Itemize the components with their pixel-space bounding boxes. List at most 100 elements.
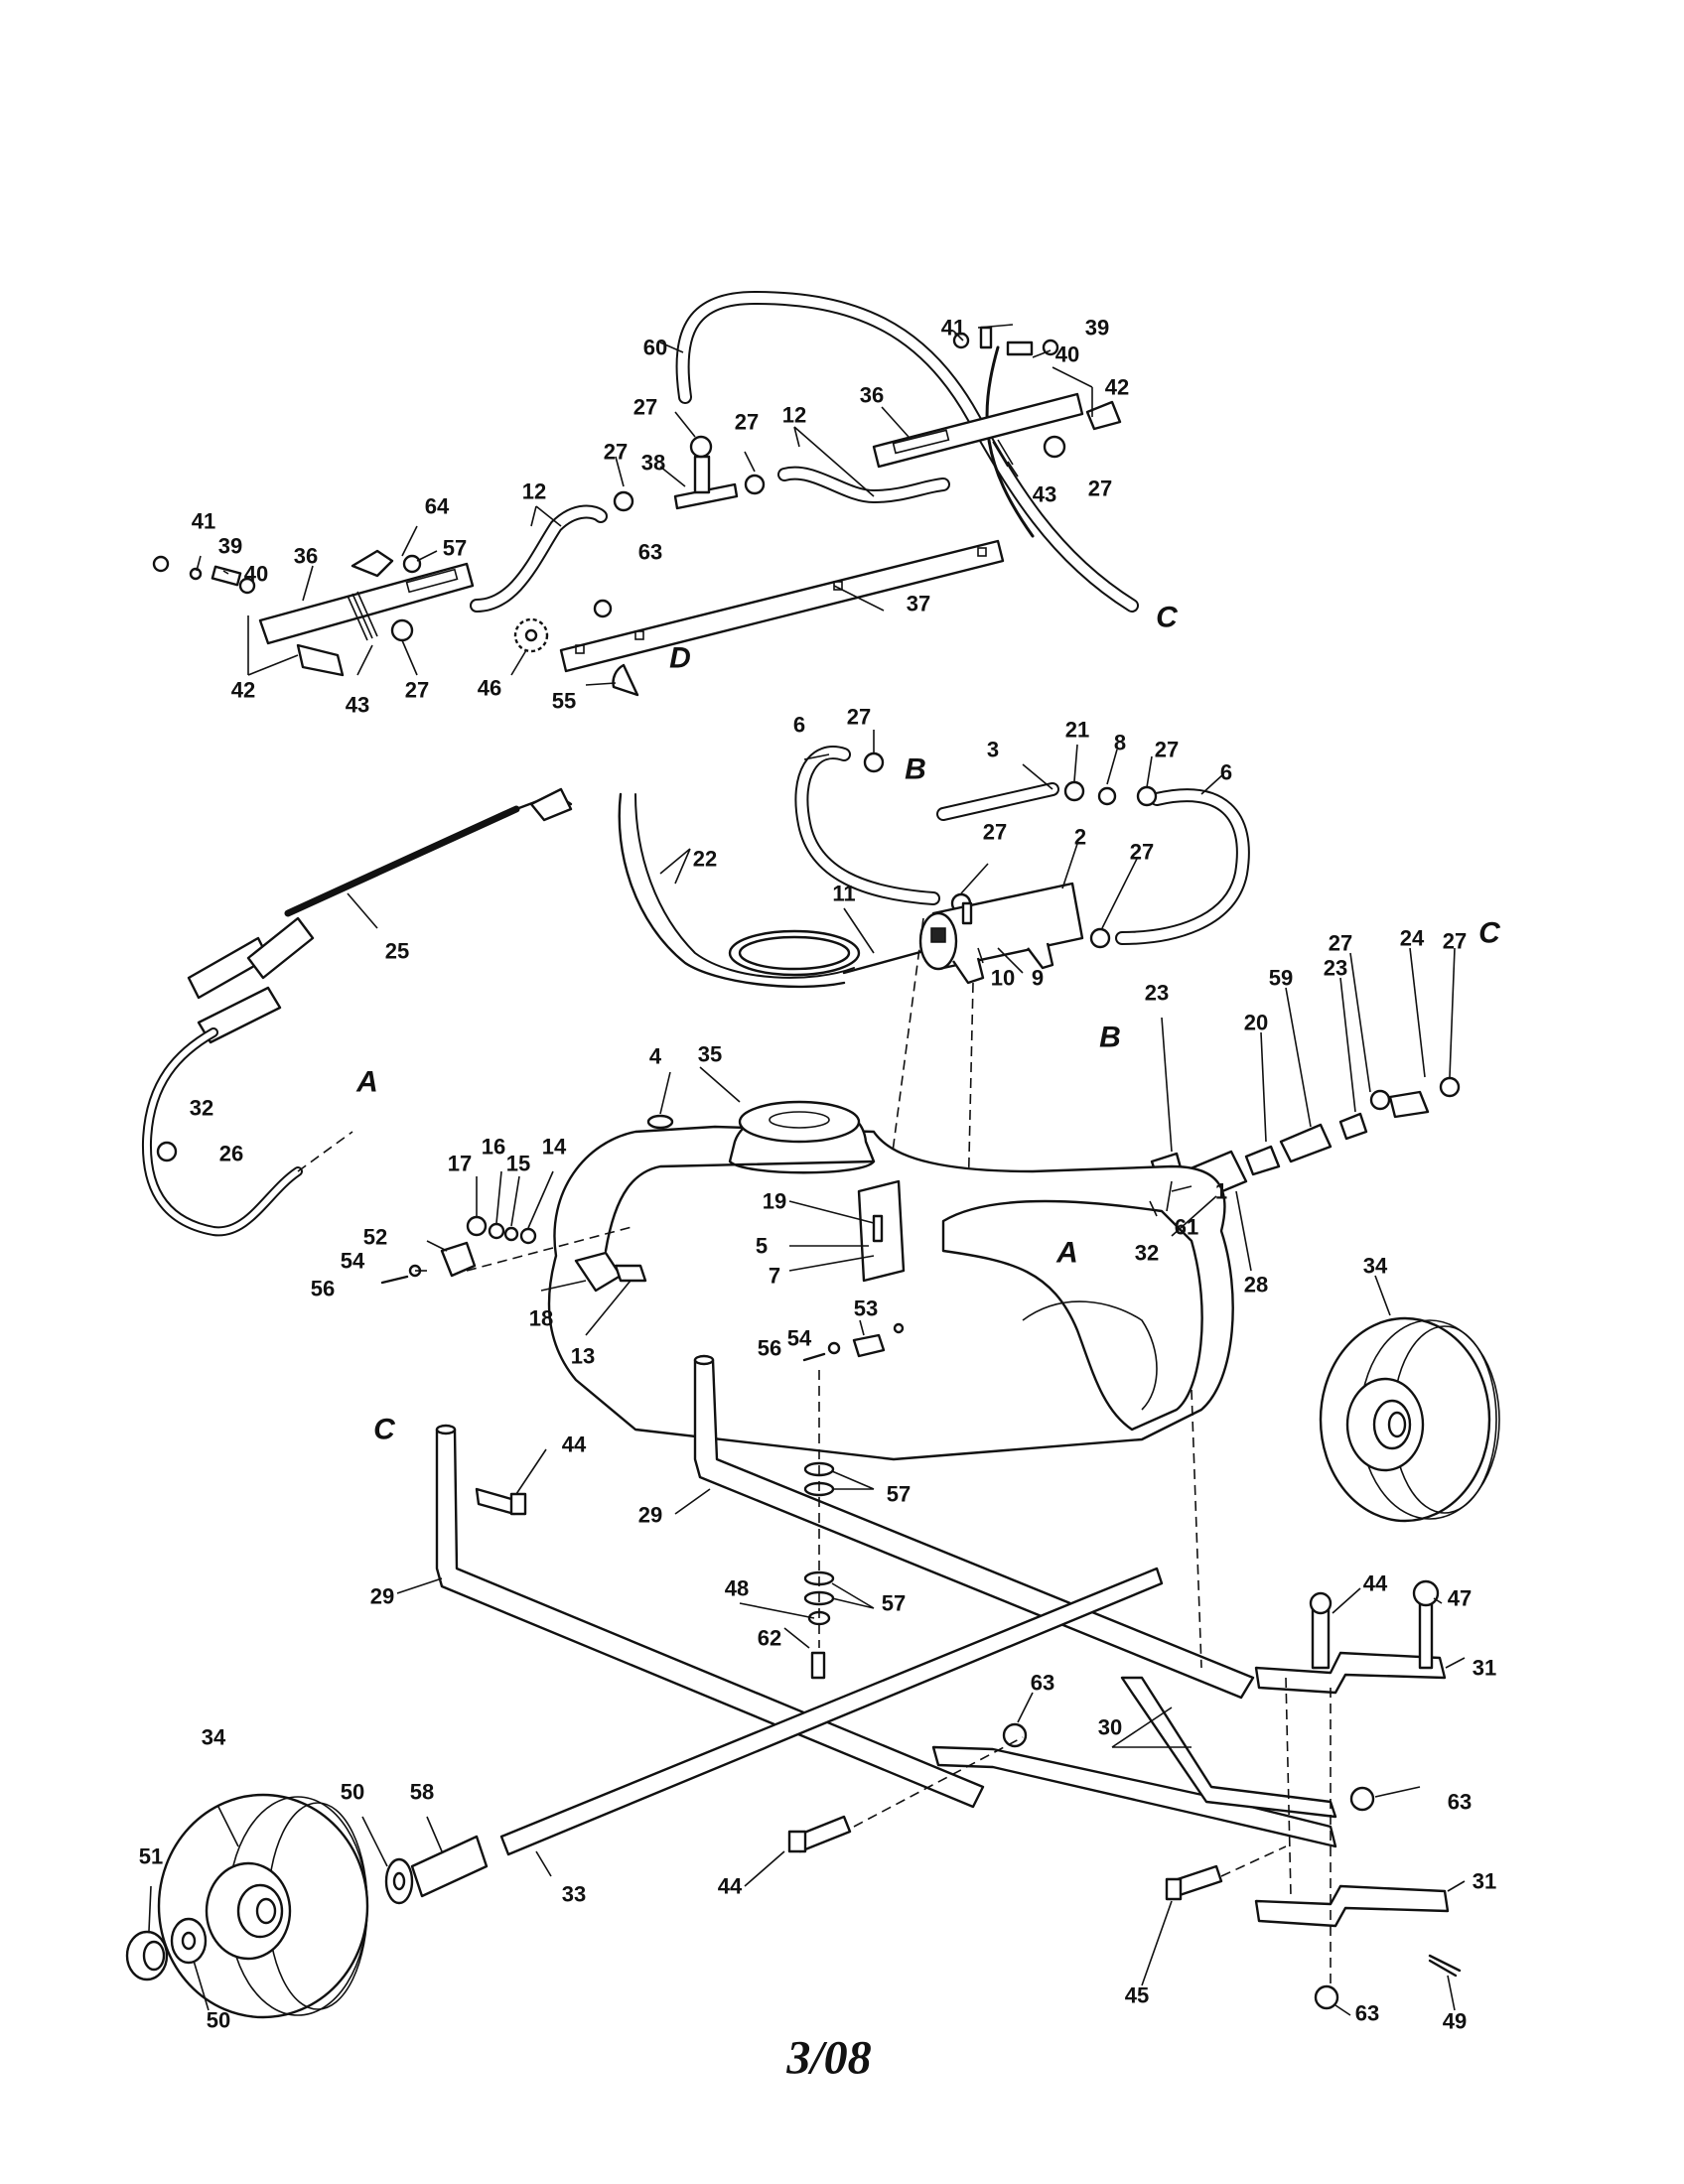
part-label-41a: 41 <box>941 316 965 341</box>
hitch-30 <box>931 1745 1337 1848</box>
wire-harness-22 <box>634 793 855 979</box>
wheel-34-left <box>157 1793 369 2019</box>
part-label-7: 7 <box>769 1264 780 1289</box>
part-label-1: 1 <box>1215 1179 1227 1204</box>
part-label-39a: 39 <box>1085 316 1109 341</box>
part-label-26: 26 <box>219 1142 243 1166</box>
part-label-27c: 27 <box>1088 477 1112 501</box>
part-label-30: 30 <box>1098 1715 1122 1740</box>
part-label-42a: 42 <box>1105 375 1129 400</box>
wing-nut-64 <box>351 549 394 578</box>
tee-fitting-38 <box>673 482 739 510</box>
part-label-22: 22 <box>693 847 717 872</box>
part-label-31b: 31 <box>1473 1869 1496 1894</box>
part-label-20: 20 <box>1244 1011 1268 1035</box>
part-label-38: 38 <box>641 451 665 476</box>
part-label-36a: 36 <box>860 383 884 408</box>
connection-ref-D: D <box>669 642 691 675</box>
part-label-6b: 6 <box>1220 760 1232 785</box>
part-label-42b: 42 <box>231 678 255 703</box>
part-label-23b: 23 <box>1324 956 1347 981</box>
part-label-48: 48 <box>725 1576 749 1601</box>
part-label-4: 4 <box>649 1044 662 1069</box>
part-label-58: 58 <box>410 1780 434 1805</box>
part-label-27j: 27 <box>1329 931 1352 956</box>
part-label-27e: 27 <box>405 678 429 703</box>
bracket-assembly <box>380 1215 905 1362</box>
part-label-40a: 40 <box>1055 342 1079 367</box>
connection-ref-B2: B <box>1099 1022 1121 1054</box>
part-label-52: 52 <box>363 1225 387 1250</box>
part-label-63c: 63 <box>1448 1790 1472 1815</box>
part-label-27g: 27 <box>1155 738 1179 762</box>
part-label-63b: 63 <box>1031 1671 1054 1696</box>
part-label-18: 18 <box>529 1306 553 1331</box>
part-label-41b: 41 <box>192 509 215 534</box>
part-label-45: 45 <box>1125 1983 1149 2008</box>
part-label-3: 3 <box>987 738 999 762</box>
boom-assembly <box>152 291 1139 697</box>
part-label-60: 60 <box>643 336 667 360</box>
bolt-44-top <box>475 1487 516 1516</box>
part-label-43a: 43 <box>1033 482 1056 507</box>
part-label-64: 64 <box>425 494 450 519</box>
part-label-28: 28 <box>1244 1273 1268 1297</box>
spray-wand-assembly <box>141 787 573 1237</box>
part-label-33: 33 <box>562 1882 586 1907</box>
part-label-39b: 39 <box>218 534 242 559</box>
part-label-50b: 50 <box>207 2008 230 2033</box>
part-label-29a: 29 <box>638 1503 662 1528</box>
part-label-27i: 27 <box>1130 840 1154 865</box>
leader-lines <box>148 324 1466 2016</box>
part-label-51: 51 <box>139 1844 163 1869</box>
part-label-34b: 34 <box>202 1725 226 1750</box>
part-label-46: 46 <box>478 676 501 701</box>
part-label-21: 21 <box>1065 718 1089 743</box>
part-label-34a: 34 <box>1363 1254 1388 1279</box>
connection-ref-A1: A <box>355 1066 378 1099</box>
connection-ref-C2: C <box>1478 917 1501 950</box>
part-label-27h: 27 <box>983 820 1007 845</box>
footer-date: 3/08 <box>785 2032 871 2085</box>
part-label-32b: 32 <box>1135 1241 1159 1266</box>
connection-ref-C3: C <box>373 1414 396 1446</box>
part-label-54a: 54 <box>341 1249 365 1274</box>
carriage-bolt-55 <box>612 663 639 697</box>
part-label-43b: 43 <box>346 693 369 718</box>
wheel-34-right <box>1319 1316 1500 1523</box>
part-label-62: 62 <box>758 1626 781 1651</box>
part-label-5: 5 <box>756 1234 768 1259</box>
connection-ref-A2: A <box>1055 1237 1078 1270</box>
part-label-59: 59 <box>1269 966 1293 991</box>
part-label-37: 37 <box>907 592 930 616</box>
axle-33 <box>499 1567 1164 1856</box>
part-label-15: 15 <box>506 1152 530 1176</box>
part-label-35: 35 <box>698 1042 722 1067</box>
part-label-24: 24 <box>1400 926 1425 951</box>
part-label-10: 10 <box>991 966 1015 991</box>
part-label-57b: 57 <box>887 1482 911 1507</box>
part-label-27b: 27 <box>735 410 759 435</box>
tank-assembly <box>547 1100 1234 1461</box>
boom-bar-36-right <box>872 392 1084 469</box>
bracket-31-lower <box>1254 1884 1450 1928</box>
connection-ref-B1: B <box>905 753 926 786</box>
part-label-40b: 40 <box>244 562 268 587</box>
part-label-2: 2 <box>1074 825 1086 850</box>
frame-tube-29-left <box>435 1428 985 1809</box>
part-label-31a: 31 <box>1473 1656 1496 1681</box>
part-label-54b: 54 <box>787 1326 812 1351</box>
part-label-27f: 27 <box>847 705 871 730</box>
part-label-17: 17 <box>448 1152 472 1176</box>
part-label-9: 9 <box>1032 966 1044 991</box>
part-label-23a: 23 <box>1145 981 1169 1006</box>
hose-6-right <box>1115 788 1250 945</box>
part-label-55: 55 <box>552 689 576 714</box>
frame-tube-29-right <box>693 1358 1255 1700</box>
part-label-56b: 56 <box>758 1336 781 1361</box>
main-boom-37 <box>559 539 1005 673</box>
part-label-61: 61 <box>1175 1215 1198 1240</box>
part-label-16: 16 <box>482 1135 505 1160</box>
